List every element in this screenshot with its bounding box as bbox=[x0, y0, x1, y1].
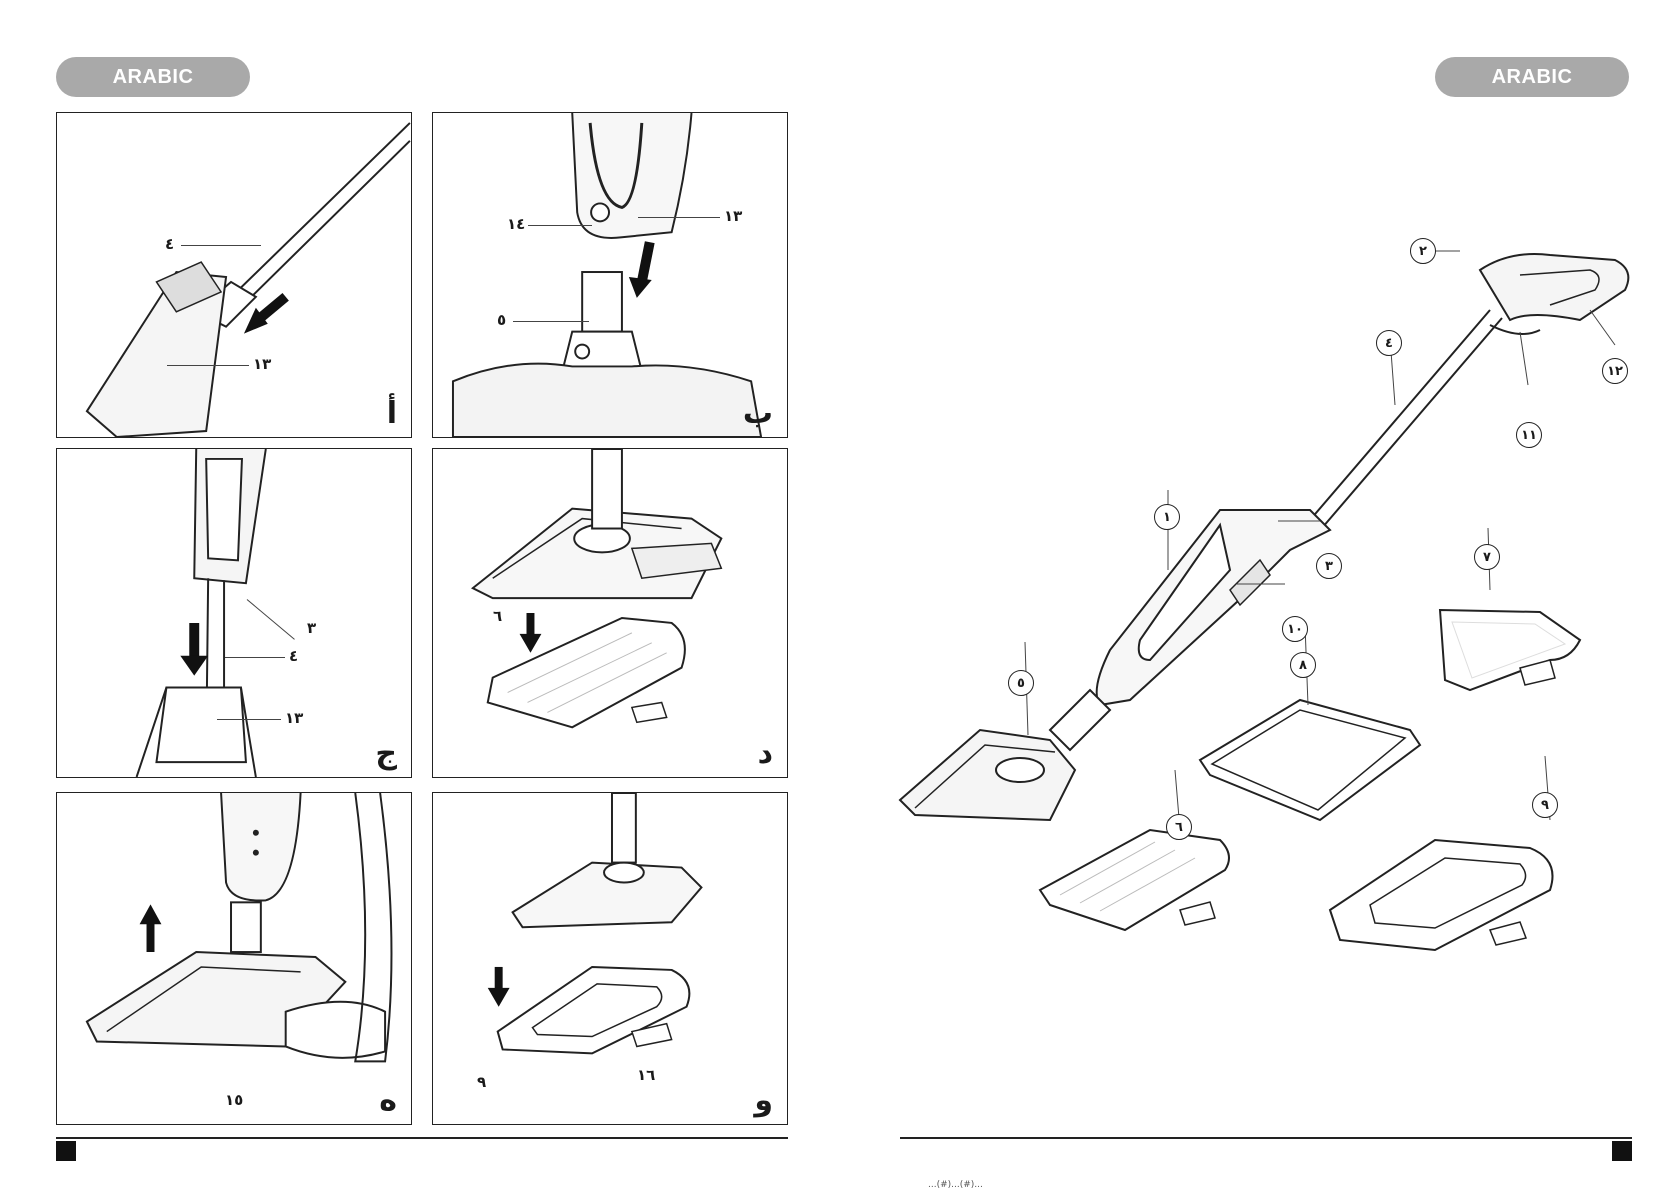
footer-code: ...(#)...(#)... bbox=[928, 1180, 983, 1190]
callout-16: ١٦ bbox=[637, 1068, 655, 1083]
panel-letter: أ bbox=[387, 399, 397, 429]
callout-circle-5: ٥ bbox=[1008, 670, 1034, 696]
figure-panel-c: ٣ ٤ ١٣ ج bbox=[56, 448, 412, 778]
illustration-pole-insert bbox=[57, 113, 411, 437]
callout-circle-7: ٧ bbox=[1474, 544, 1500, 570]
callout-13: ١٣ bbox=[724, 209, 742, 224]
panel-letter: ه bbox=[379, 1086, 397, 1116]
callout-15: ١٥ bbox=[225, 1093, 243, 1108]
callout-6: ٦ bbox=[493, 609, 502, 624]
figure-panel-b: ١٤ ١٣ ٥ ب bbox=[432, 112, 788, 438]
footer-rule-right bbox=[900, 1137, 1632, 1139]
leader-line bbox=[217, 719, 281, 720]
callout-circle-10: ١٠ bbox=[1282, 616, 1308, 642]
callout-circle-6: ٦ bbox=[1166, 814, 1192, 840]
panel-letter: ج bbox=[375, 739, 397, 769]
illustration-handle-connector bbox=[433, 113, 787, 437]
language-badge-right: ARABIC bbox=[1435, 57, 1629, 97]
callout-circle-11: ١١ bbox=[1516, 422, 1542, 448]
leader-line bbox=[528, 225, 592, 226]
page-marker-left bbox=[56, 1141, 76, 1161]
footer-rule-left bbox=[56, 1137, 788, 1139]
callout-3: ٣ bbox=[307, 621, 316, 636]
callout-14: ١٤ bbox=[507, 217, 525, 232]
callout-13: ١٣ bbox=[253, 357, 271, 372]
illustration-lift-off bbox=[57, 793, 411, 1124]
panel-letter: ب bbox=[743, 399, 773, 429]
figure-panel-f: ٩ ١٦ و bbox=[432, 792, 788, 1125]
leader-line bbox=[181, 245, 261, 246]
callout-4: ٤ bbox=[289, 649, 298, 664]
product-overview-illustration: ٢ ١٢ ١١ ٤ ١ ٣ ١٠ ٧ ٨ ٥ ٦ ٩ bbox=[890, 230, 1660, 1020]
callout-circle-4: ٤ bbox=[1376, 330, 1402, 356]
callout-4: ٤ bbox=[165, 237, 174, 252]
figure-panel-a: ٤ ١٣ أ bbox=[56, 112, 412, 438]
leader-line bbox=[225, 657, 285, 658]
callout-circle-8: ٨ bbox=[1290, 652, 1316, 678]
leader-line bbox=[167, 365, 249, 366]
callout-13: ١٣ bbox=[285, 711, 303, 726]
callout-circle-9: ٩ bbox=[1532, 792, 1558, 818]
leader-line bbox=[513, 321, 589, 322]
callout-5: ٥ bbox=[497, 313, 506, 328]
illustration-body-attach bbox=[57, 449, 411, 777]
figure-panel-d: ٦ د bbox=[432, 448, 788, 778]
callout-circle-2: ٢ bbox=[1410, 238, 1436, 264]
page-marker-right bbox=[1612, 1141, 1632, 1161]
steam-mop-parts-diagram bbox=[890, 230, 1660, 1020]
language-badge-left: ARABIC bbox=[56, 57, 250, 97]
callout-9: ٩ bbox=[477, 1075, 486, 1090]
callout-circle-12: ١٢ bbox=[1602, 358, 1628, 384]
leader-line bbox=[638, 217, 720, 218]
panel-letter: د bbox=[758, 739, 773, 769]
illustration-pad-fit bbox=[433, 449, 787, 777]
panel-letter: و bbox=[754, 1086, 773, 1116]
callout-circle-3: ٣ bbox=[1316, 553, 1342, 579]
callout-circle-1: ١ bbox=[1154, 504, 1180, 530]
figure-panel-e: ١٥ ه bbox=[56, 792, 412, 1125]
